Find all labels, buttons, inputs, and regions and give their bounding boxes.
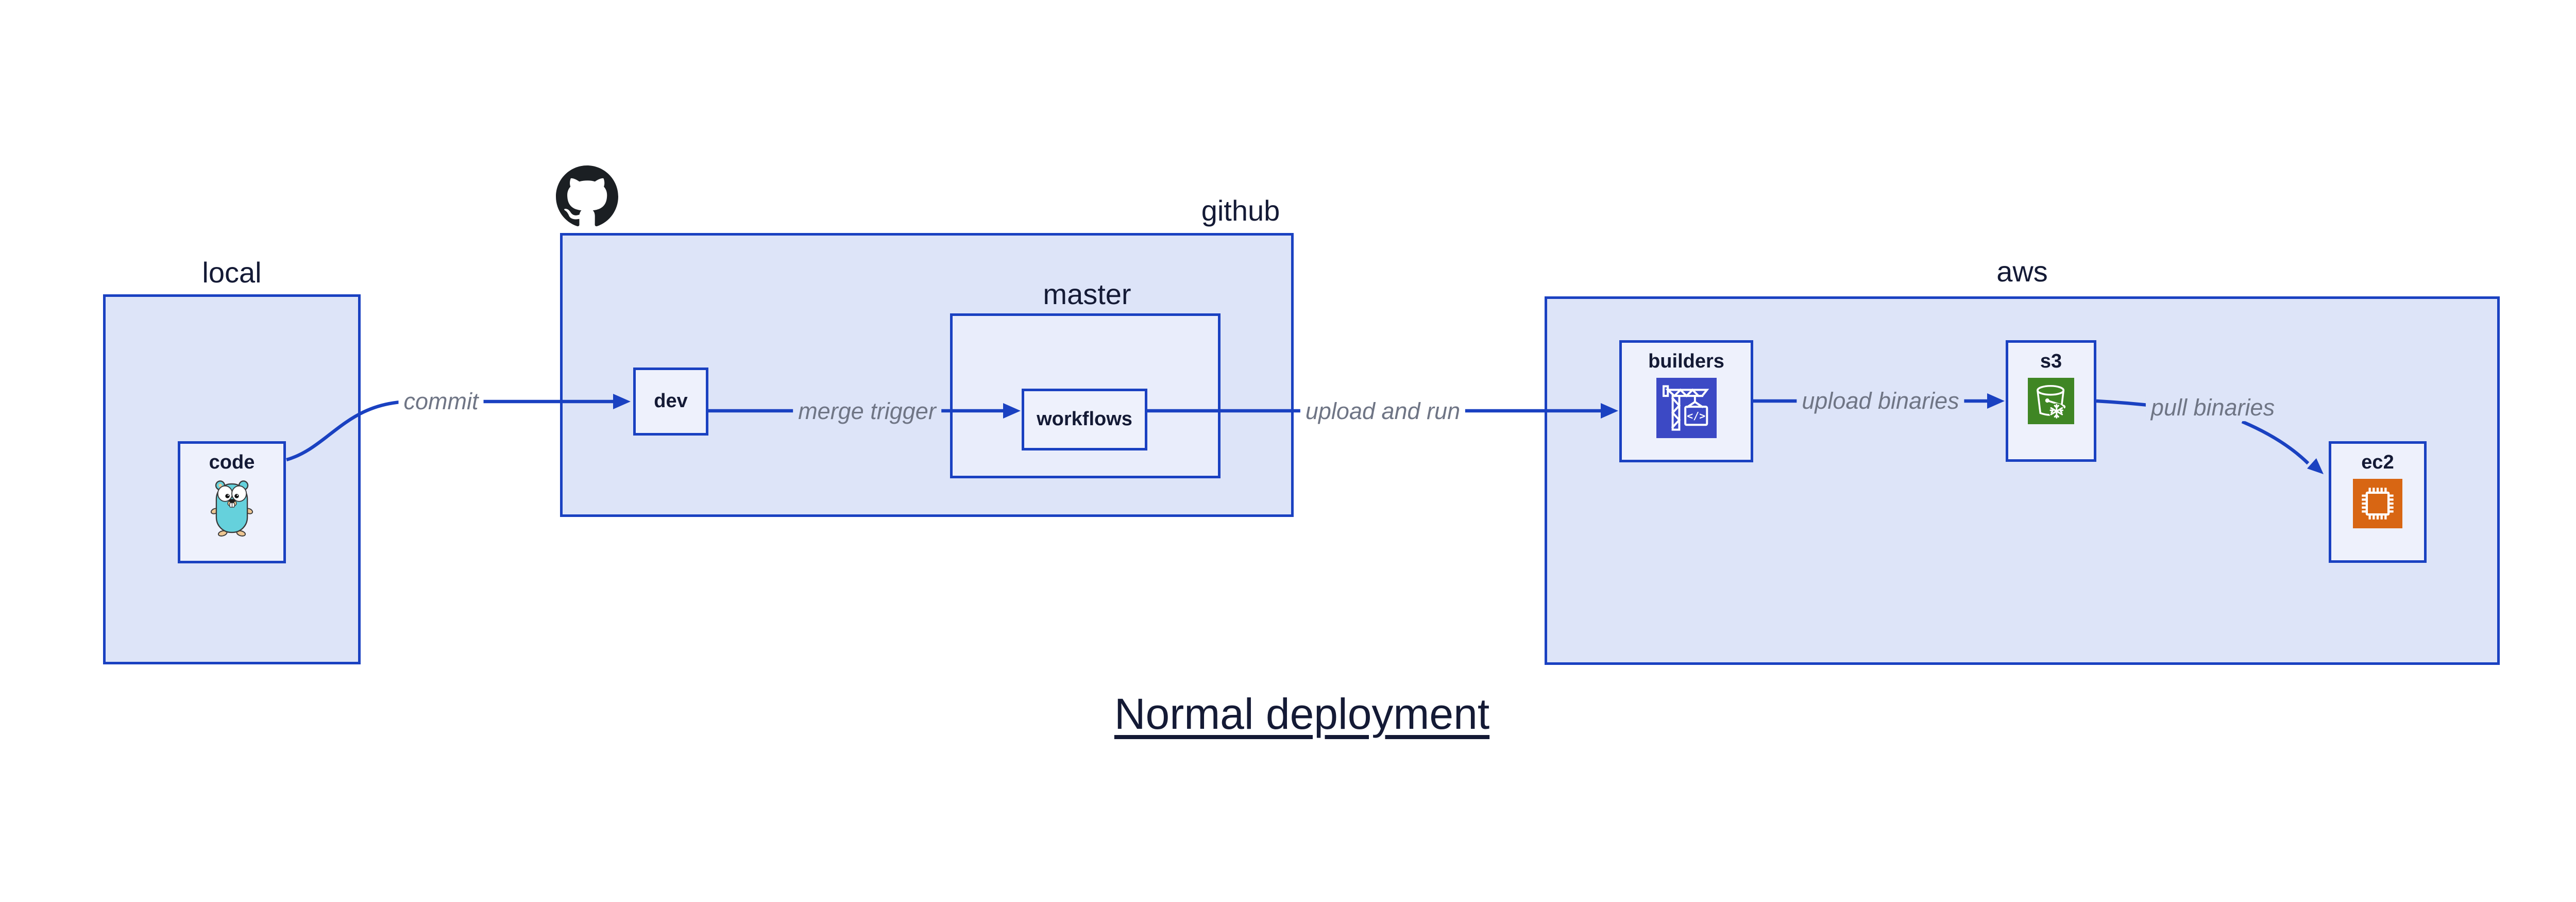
github-octocat-icon [556,165,618,227]
node-ec2: ec2 [2329,441,2427,563]
edge-pull-binaries-label: pull binaries [2145,394,2280,421]
master-group-label: master [1043,278,1131,310]
node-workflows: workflows [1022,389,1147,450]
node-ec2-label: ec2 [2361,452,2394,473]
github-group-label: github [1201,194,1280,227]
local-group-label: local [202,256,262,289]
node-dev: dev [633,368,708,436]
node-dev-label: dev [654,390,688,412]
aws-ec2-chip-icon [2353,478,2402,528]
aws-group-label: aws [1996,255,2048,288]
go-gopher-icon [210,480,253,537]
node-builders: builders </> [1619,340,1753,462]
node-builders-label: builders [1648,350,1724,372]
node-workflows-label: workflows [1037,408,1132,430]
edge-upload-binaries-label: upload binaries [1797,388,1964,414]
codebuild-code-glyph: </> [1687,410,1705,422]
node-code-label: code [209,452,255,473]
aws-s3-bucket-snowflake-icon [2028,377,2074,424]
edge-merge-trigger-label: merge trigger [793,398,941,425]
node-s3: s3 [2006,340,2096,462]
aws-codebuild-crane-icon: </> [1656,377,1717,438]
node-code: code [178,441,286,563]
diagram-title: Normal deployment [1114,690,1490,738]
edge-upload-and-run-label: upload and run [1300,398,1466,425]
node-s3-label: s3 [2040,350,2062,372]
edge-commit-label: commit [398,388,484,415]
